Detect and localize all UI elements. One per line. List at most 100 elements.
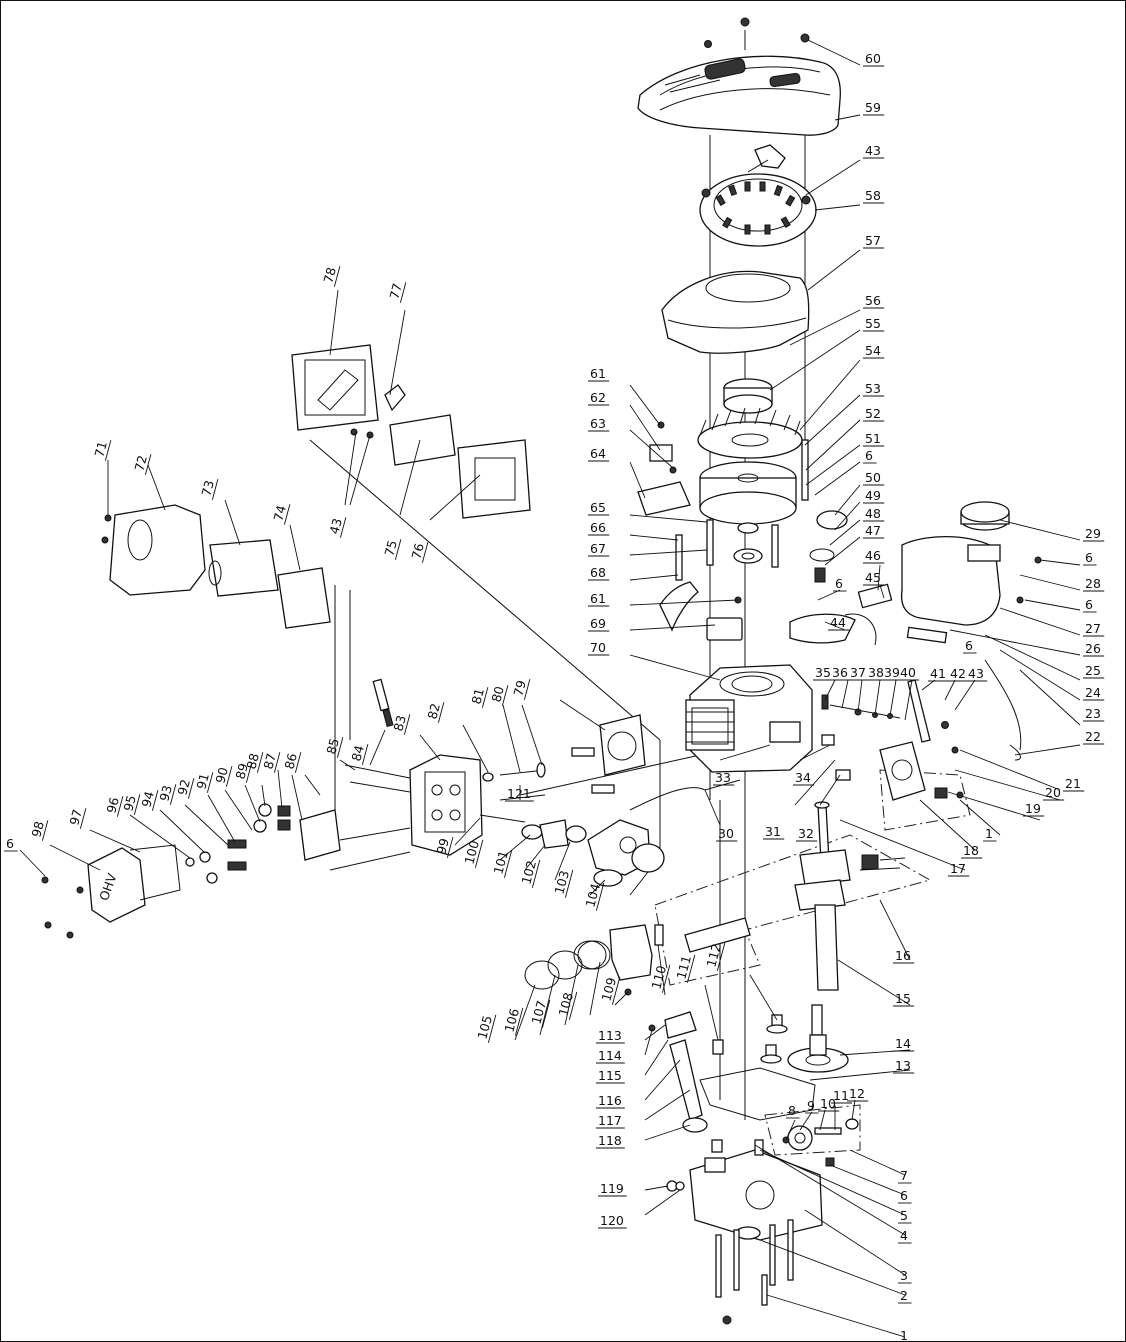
callout-c100: 100 xyxy=(461,839,482,866)
callout-c49: 49 xyxy=(865,488,881,503)
bracket-46 xyxy=(857,583,893,609)
spark-plug-84 xyxy=(372,678,394,728)
callout-labels: 6059435857565554535251650494847464564429… xyxy=(4,51,1105,1342)
callout-c33: 33 xyxy=(715,770,731,785)
callout-underline xyxy=(716,942,726,971)
callout-underline xyxy=(104,440,112,461)
callout-c71: 71 xyxy=(91,440,110,459)
callout-c48: 48 xyxy=(865,506,881,521)
callout-underline xyxy=(487,1014,497,1043)
callout-c87: 87 xyxy=(260,752,279,771)
callout-c12: 12 xyxy=(849,1086,865,1101)
callout-c43a: 43 xyxy=(865,143,881,158)
callout-c57: 57 xyxy=(865,233,881,248)
callout-c76: 76 xyxy=(408,541,427,560)
muffler-gasket-74 xyxy=(277,567,331,629)
callout-c107: 107 xyxy=(528,999,549,1026)
callout-c39: 39 xyxy=(884,665,900,680)
callout-c25: 25 xyxy=(1085,663,1101,678)
callout-c108: 108 xyxy=(555,991,576,1018)
callout-c98: 98 xyxy=(28,819,47,838)
callout-c13: 13 xyxy=(895,1058,911,1073)
callout-c101: 101 xyxy=(490,849,511,876)
callout-c43b: 43 xyxy=(968,666,984,681)
callout-c117: 117 xyxy=(598,1113,622,1128)
callout-c63: 63 xyxy=(590,416,606,431)
callout-c77: 77 xyxy=(386,282,405,301)
crankcase-gasket-13 xyxy=(699,1067,816,1121)
callout-underline xyxy=(446,837,454,858)
crankshaft-group-outline xyxy=(654,834,932,986)
callout-c86: 86 xyxy=(281,751,300,770)
callout-underline xyxy=(336,737,344,758)
callout-underline xyxy=(595,882,605,911)
callout-c111: 111 xyxy=(673,954,694,981)
valves-80-82 xyxy=(482,747,615,801)
callout-c78: 78 xyxy=(320,265,339,284)
callout-c30: 30 xyxy=(718,826,734,841)
callout-c67: 67 xyxy=(590,541,606,556)
callout-underline xyxy=(474,839,484,868)
callout-underline xyxy=(133,794,141,815)
connecting-rod-115 xyxy=(648,1011,708,1133)
governor-group-outline xyxy=(764,1104,861,1156)
callout-c36: 36 xyxy=(832,665,848,680)
callout-c6f: 6 xyxy=(900,1188,908,1203)
crankshaft-15 xyxy=(794,801,906,991)
leader-lines xyxy=(19,39,1081,1338)
callout-c61a: 61 xyxy=(590,366,606,381)
piston-105-110 xyxy=(524,924,664,996)
callout-c6a: 6 xyxy=(865,448,873,463)
callout-c3: 3 xyxy=(900,1268,908,1283)
callout-c89: 89 xyxy=(232,761,251,780)
callout-c73: 73 xyxy=(198,479,217,498)
callout-c105: 105 xyxy=(474,1014,495,1041)
carb-gaskets-100-102 xyxy=(521,819,587,849)
callout-underline xyxy=(79,808,87,829)
callout-underline xyxy=(151,790,159,811)
throttle-cable-30 xyxy=(629,779,741,811)
callout-c53: 53 xyxy=(865,381,881,396)
callout-underline xyxy=(116,796,124,817)
rocker-parts-88-96 xyxy=(185,803,341,884)
air-duct-104 xyxy=(631,843,665,873)
callout-c16: 16 xyxy=(895,948,911,963)
air-filter-box-78 xyxy=(291,344,379,439)
callout-c80: 80 xyxy=(488,684,507,703)
callout-c32: 32 xyxy=(798,826,814,841)
engine-block-70 xyxy=(685,664,813,773)
callout-c75: 75 xyxy=(381,539,400,558)
callout-c8: 8 xyxy=(788,1103,796,1118)
control-bracket-18 xyxy=(879,741,964,801)
callout-c109: 109 xyxy=(598,976,619,1003)
crankcase-bolts-1 xyxy=(715,1219,794,1325)
callout-c61b: 61 xyxy=(590,591,606,606)
callout-c15: 15 xyxy=(895,991,911,1006)
callout-underline xyxy=(403,714,411,735)
callout-c17: 17 xyxy=(950,861,966,876)
callout-c97: 97 xyxy=(66,808,85,827)
callout-c94: 94 xyxy=(138,789,157,808)
callout-underline xyxy=(611,976,621,1005)
callout-underline xyxy=(514,1007,524,1036)
callout-c81: 81 xyxy=(468,687,487,706)
balancer-link-16 xyxy=(684,917,751,953)
callout-c10: 10 xyxy=(820,1096,836,1111)
callout-underline xyxy=(273,752,281,773)
callout-c118: 118 xyxy=(598,1133,622,1148)
callout-underline xyxy=(294,752,302,773)
callout-c96: 96 xyxy=(103,795,122,814)
callout-underline xyxy=(339,517,347,538)
callout-c54: 54 xyxy=(865,343,881,358)
callout-underline xyxy=(661,964,671,993)
callout-c40: 40 xyxy=(900,665,916,680)
callout-c92: 92 xyxy=(174,778,193,797)
muffler-72 xyxy=(101,504,206,596)
callout-c110: 110 xyxy=(648,964,669,991)
filter-element-75 xyxy=(389,414,456,466)
callout-underline xyxy=(437,702,445,723)
callout-c1a: 1 xyxy=(985,826,993,841)
cylinder-head-83 xyxy=(409,754,483,856)
callout-c42: 42 xyxy=(950,666,966,681)
callout-c19: 19 xyxy=(1025,801,1041,816)
